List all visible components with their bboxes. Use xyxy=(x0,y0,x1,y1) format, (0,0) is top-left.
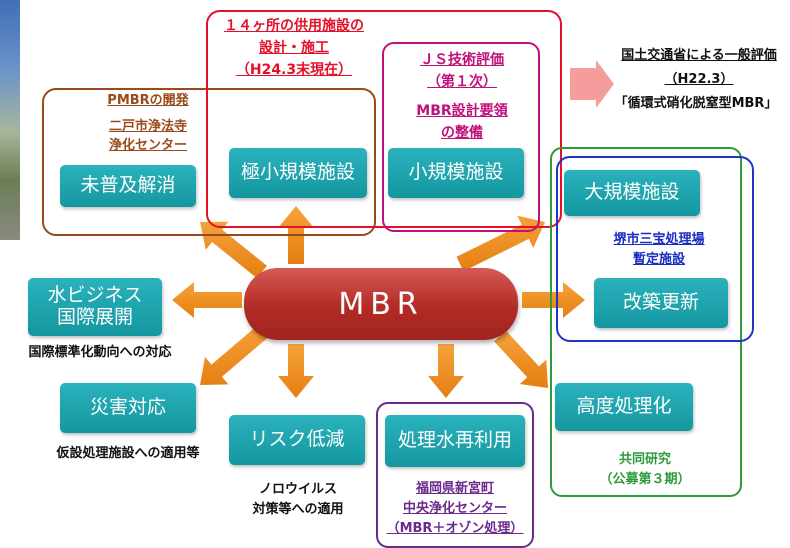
js-line4: の整備 xyxy=(441,125,483,141)
pmbr-site1: 二戸市浄法寺 xyxy=(108,119,187,134)
kyodo-line1: 共同研究 xyxy=(618,452,671,467)
arrow-to-saiyou xyxy=(428,344,464,398)
kyoyou-line1: １４ヶ所の供用施設の xyxy=(224,18,364,34)
frame-green xyxy=(550,147,742,497)
node-mizu-line2: 国際展開 xyxy=(56,306,133,328)
node-saiyou: 処理水再利用 xyxy=(385,415,525,467)
kyoyou-line3: （H24.3末現在） xyxy=(235,62,353,78)
fukuoka-line2: 中央浄化センター xyxy=(402,501,507,516)
frame-blue xyxy=(556,156,754,342)
mlit-line2: （H22.3） xyxy=(664,72,734,87)
frame-js xyxy=(382,42,540,232)
kyodo-line2: （公募第３期） xyxy=(599,472,691,487)
photo-strip xyxy=(0,0,20,240)
node-daikibo: 大規模施設 xyxy=(564,170,700,216)
mlit-line3: 「循環式硝化脱窒型MBR」 xyxy=(614,96,778,111)
arrow-to-saigai xyxy=(200,325,268,385)
arrow-to-mizu xyxy=(172,282,242,318)
node-koudo: 高度処理化 xyxy=(555,383,693,431)
noro-line2: 対策等への適用 xyxy=(252,502,344,517)
pmbr-title: PMBRの開発 xyxy=(107,93,189,108)
node-saigai: 災害対応 xyxy=(60,383,196,433)
node-kaichiku: 改築更新 xyxy=(594,278,728,328)
mbr-center: MBR xyxy=(244,268,518,340)
kyoyou-line2: 設計・施工 xyxy=(259,40,329,56)
node-mizu: 水ビジネス 国際展開 xyxy=(28,278,162,336)
js-line1: ＪＳ技術評価 xyxy=(420,52,504,68)
node-gokushokibo: 極小規模施設 xyxy=(229,148,367,198)
noro-line1: ノロウイルス xyxy=(258,482,337,497)
kasetsu-note: 仮設処理施設への適用等 xyxy=(56,446,200,461)
js-line2: （第１次） xyxy=(427,74,497,90)
sakai-line1: 堺市三宝処理場 xyxy=(613,232,705,247)
frame-pmbr xyxy=(42,88,376,236)
kokusai-note: 国際標準化動向への対応 xyxy=(28,345,172,360)
sakai-line2: 暫定施設 xyxy=(632,252,685,267)
mlit-arrow xyxy=(570,60,614,108)
node-mizu-line1: 水ビジネス xyxy=(47,284,143,307)
fukuoka-line1: 福岡県新宮町 xyxy=(415,481,494,496)
arrow-to-kaichiku xyxy=(522,282,585,318)
arrow-to-risk xyxy=(278,344,314,398)
pmbr-site2: 浄化センター xyxy=(108,138,187,153)
js-line3: MBR設計要領 xyxy=(416,103,508,119)
node-mifukyu: 未普及解消 xyxy=(60,165,196,207)
node-risk: リスク低減 xyxy=(229,415,365,465)
mlit-line1: 国土交通省による一般評価 xyxy=(621,48,777,63)
fukuoka-line3: （MBR＋オゾン処理） xyxy=(386,521,524,536)
node-shokibo: 小規模施設 xyxy=(388,148,524,198)
arrow-to-koudo xyxy=(494,330,548,388)
arrow-to-shokibo xyxy=(456,215,545,272)
